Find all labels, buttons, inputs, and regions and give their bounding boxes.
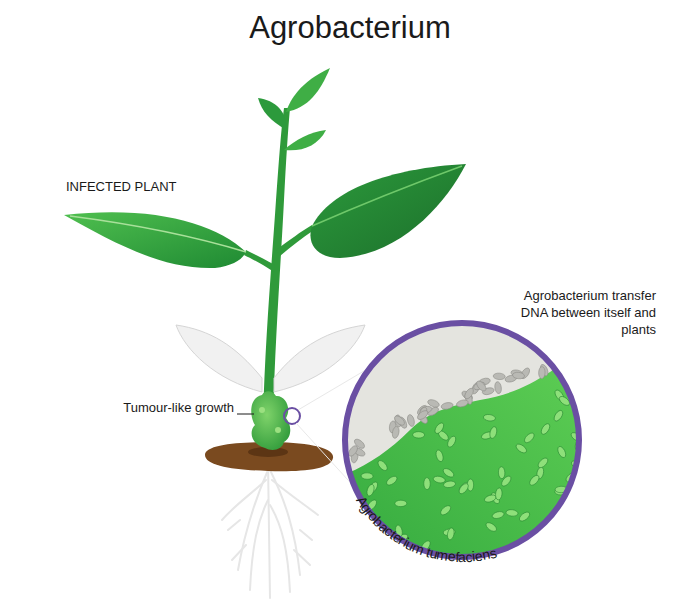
title: Agrobacterium — [0, 10, 700, 46]
roots — [222, 462, 318, 598]
tumour-label: Tumour-like growth — [122, 399, 234, 416]
description: Agrobacterium transfer DNA between itsel… — [500, 287, 656, 338]
right-leaf — [310, 164, 466, 258]
cotyledon — [176, 325, 262, 392]
magnifier-ring — [345, 323, 579, 557]
left-leaf — [64, 212, 246, 268]
zoom-marker — [284, 408, 300, 424]
cotyledon — [274, 325, 365, 392]
tissue — [320, 358, 600, 600]
leader-line — [237, 414, 254, 415]
plant-label: INFECTED PLANT — [66, 178, 266, 195]
